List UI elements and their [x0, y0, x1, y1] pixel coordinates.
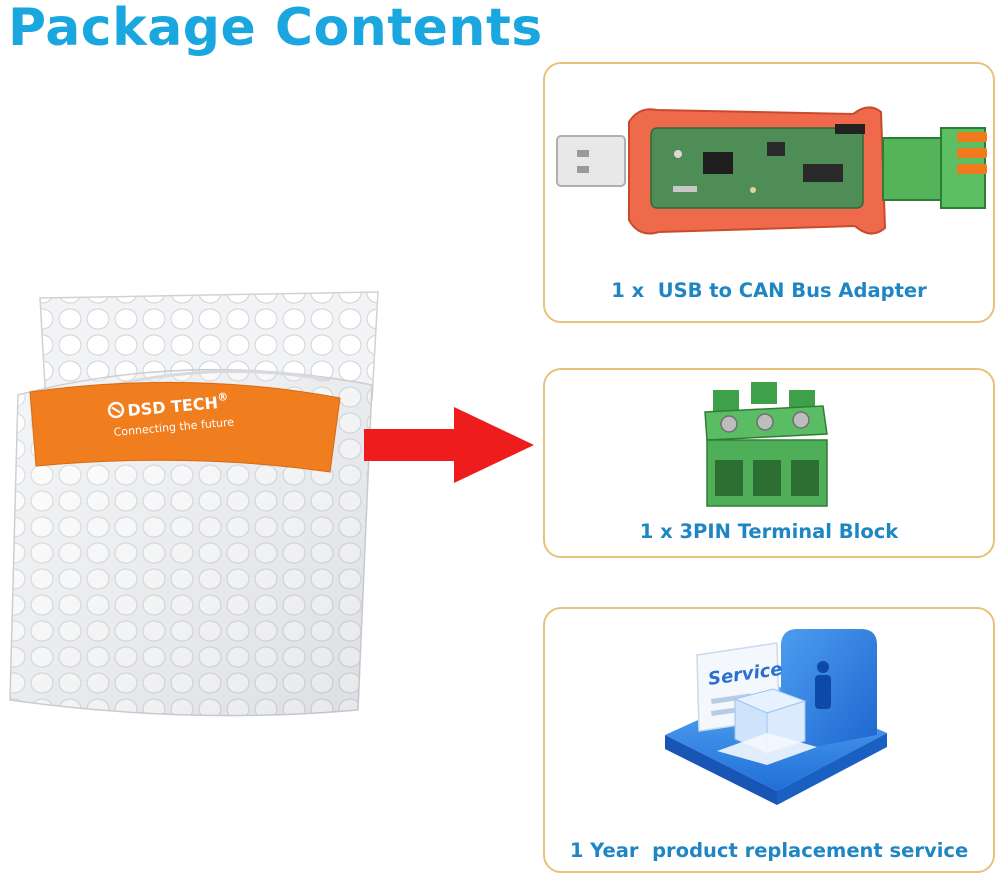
item-label: 1 Year product replacement service	[569, 839, 969, 862]
bag-band	[29, 381, 341, 473]
terminal-block-image	[704, 382, 828, 507]
item-card-usb-can-adapter: 1 x USB to CAN Bus Adapter	[543, 62, 995, 323]
usb-can-adapter-image	[556, 106, 987, 235]
red-arrow-icon	[364, 407, 534, 483]
item-card-service: Service 1 Year product replacement servi…	[543, 607, 995, 873]
item-label: 1 x 3PIN Terminal Block	[639, 520, 899, 543]
page-title: Package Contents	[8, 0, 543, 58]
item-card-terminal-block: 1 x 3PIN Terminal Block	[543, 368, 995, 558]
item-label: 1 x USB to CAN Bus Adapter	[611, 279, 927, 302]
service-icon: Service	[665, 629, 887, 805]
bubble-mailer-bag-image: DSD TECH® Connecting the future	[9, 291, 379, 717]
dsd-tech-logo	[107, 401, 125, 419]
